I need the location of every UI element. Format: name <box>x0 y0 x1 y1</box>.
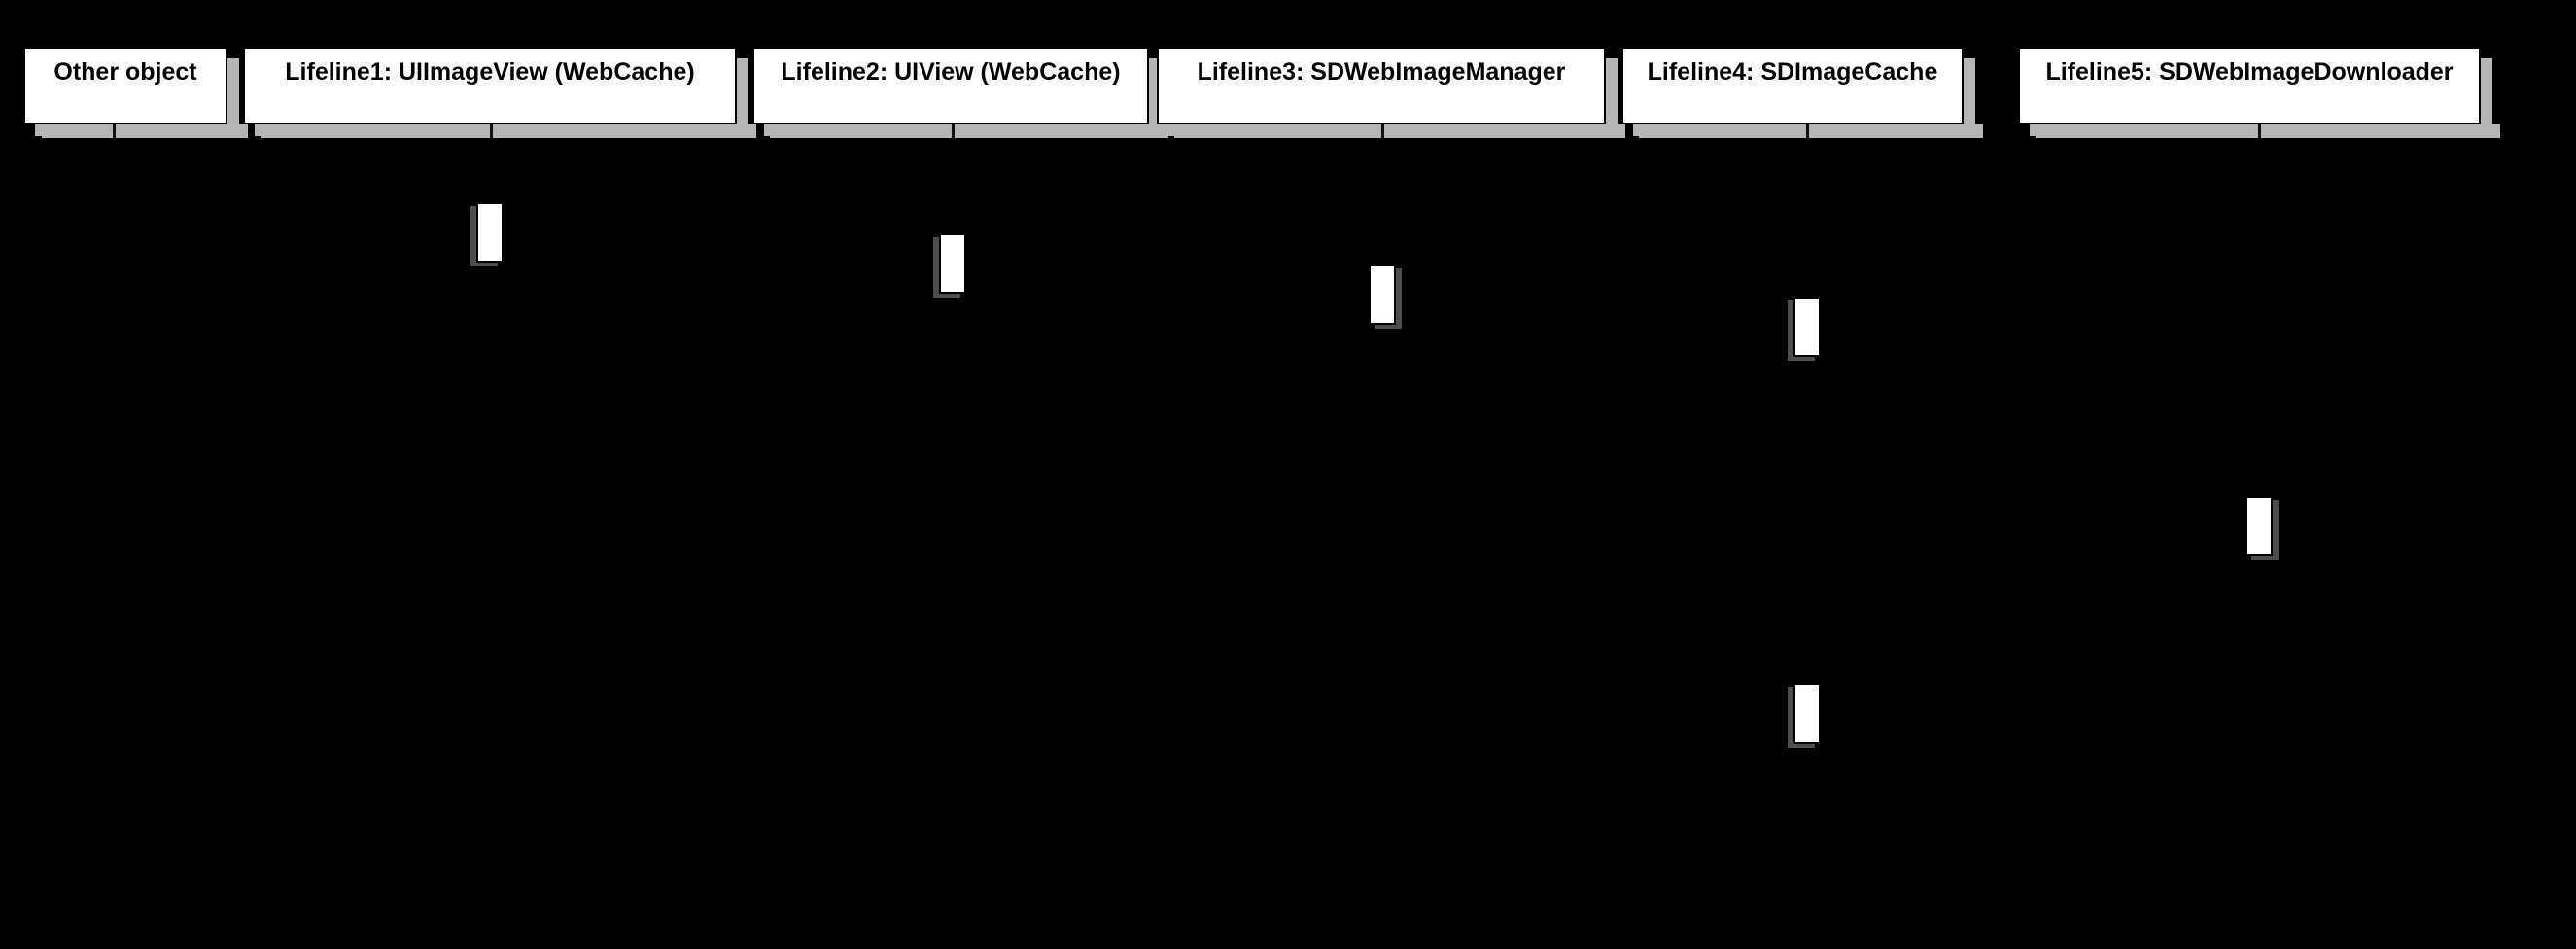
lifeline-head-underband-lifeline4 <box>1639 124 1983 138</box>
lifeline-head-label-lifeline5: Lifeline5: SDWebImageDownloader <box>2045 58 2454 86</box>
lifeline-head-underband-lifeline2 <box>770 124 1168 138</box>
lifeline-stem-lifeline1 <box>489 138 491 949</box>
lifeline-tick-other-object <box>113 124 116 138</box>
activation-bar-lifeline2-1[interactable] <box>939 233 967 296</box>
lifeline-head-lifeline1[interactable]: Lifeline1: UIImageView (WebCache) <box>243 47 737 124</box>
activation-wrap-lifeline1-1 <box>470 202 505 266</box>
lifeline-head-label-lifeline3: Lifeline3: SDWebImageManager <box>1197 58 1566 86</box>
activation-bar-lifeline3-1[interactable] <box>1369 264 1397 327</box>
lifeline-stem-lifeline4 <box>1806 138 1808 949</box>
lifeline-tick-lifeline5 <box>2258 124 2261 138</box>
lifeline-head-lifeline4[interactable]: Lifeline4: SDImageCache <box>1621 47 1964 124</box>
lifeline-tick-lifeline4 <box>1806 124 1809 138</box>
lifeline-head-underband-lifeline5 <box>2036 124 2500 138</box>
lifeline-head-lifeline3[interactable]: Lifeline3: SDWebImageManager <box>1157 47 1606 124</box>
lifeline-stem-lifeline2 <box>952 138 954 949</box>
activation-bar-lifeline1-1[interactable] <box>476 202 505 264</box>
lifeline-head-underband-other-object <box>42 124 248 138</box>
lifeline-head-label-lifeline1: Lifeline1: UIImageView (WebCache) <box>285 58 695 86</box>
activation-bar-lifeline5-1[interactable] <box>2245 496 2274 558</box>
lifeline-head-underband-lifeline3 <box>1174 124 1625 138</box>
lifeline-head-other-object[interactable]: Other object <box>23 47 227 124</box>
activation-bar-lifeline4-2[interactable] <box>1793 684 1822 746</box>
lifeline-head-lifeline2[interactable]: Lifeline2: UIView (WebCache) <box>752 47 1149 124</box>
activation-wrap-lifeline3-1 <box>1369 264 1402 329</box>
lifeline-head-label-other-object: Other object <box>53 58 197 86</box>
lifeline-tick-lifeline1 <box>490 124 493 138</box>
activation-wrap-lifeline4-2 <box>1788 684 1822 748</box>
lifeline-head-label-lifeline2: Lifeline2: UIView (WebCache) <box>781 58 1121 86</box>
activation-bar-lifeline4-1[interactable] <box>1793 297 1822 359</box>
lifeline-head-label-lifeline4: Lifeline4: SDImageCache <box>1647 58 1938 86</box>
lifeline-tick-lifeline2 <box>952 124 955 138</box>
lifeline-head-underband-lifeline1 <box>261 124 756 138</box>
activation-wrap-lifeline5-1 <box>2245 496 2279 560</box>
activation-wrap-lifeline2-1 <box>933 233 967 298</box>
lifeline-head-lifeline5[interactable]: Lifeline5: SDWebImageDownloader <box>2018 47 2481 124</box>
lifeline-tick-lifeline3 <box>1381 124 1384 138</box>
lifeline-stem-lifeline3 <box>1381 138 1383 949</box>
lifeline-stem-other-object <box>114 138 116 949</box>
activation-wrap-lifeline4-1 <box>1788 297 1822 361</box>
